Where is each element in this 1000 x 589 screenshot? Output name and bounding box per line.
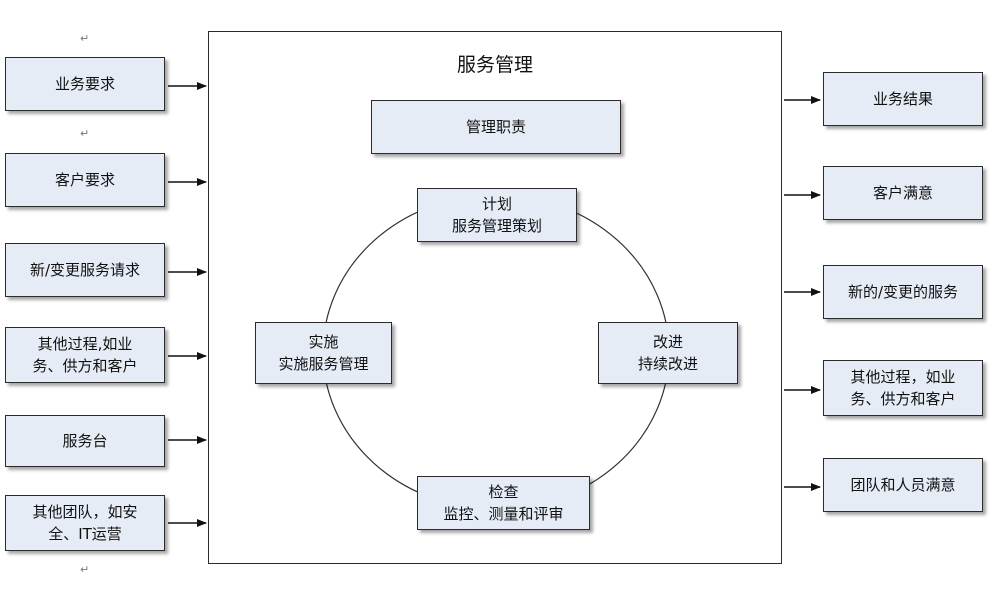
output-box-new-changed-services: 新的/变更的服务 — [823, 265, 983, 319]
input-box-other-processes: 其他过程,如业 务、供方和客户 — [5, 327, 165, 383]
output-box-team-satisfaction: 团队和人员满意 — [823, 458, 983, 512]
input-label: 服务台 — [62, 432, 108, 450]
input-box-customer-requirements: 客户要求 — [5, 153, 165, 207]
output-arrows — [784, 96, 821, 491]
output-label: 业务结果 — [872, 90, 933, 108]
input-label-line-2: 全、IT运营 — [48, 525, 122, 543]
act-subtitle: 持续改进 — [637, 355, 698, 373]
act-box: 改进 持续改进 — [598, 322, 738, 384]
check-title: 检查 — [488, 483, 519, 501]
input-label-line-1: 其他团队，如安 — [32, 503, 138, 521]
output-box-other-processes: 其他过程，如业 务、供方和客户 — [823, 360, 983, 416]
output-label: 客户满意 — [872, 184, 933, 202]
input-box-new-changed-service-request: 新/变更服务请求 — [5, 243, 165, 297]
check-subtitle: 监控、测量和评审 — [443, 505, 564, 523]
do-subtitle: 实施服务管理 — [278, 355, 369, 373]
output-label-line-2: 务、供方和客户 — [850, 390, 956, 408]
input-arrows — [168, 82, 207, 527]
input-box-service-desk: 服务台 — [5, 415, 165, 467]
input-label: 客户要求 — [54, 171, 115, 189]
check-box: 检查 监控、测量和评审 — [417, 476, 590, 530]
frame-title: 服务管理 — [456, 54, 533, 76]
responsibility-label: 管理职责 — [465, 118, 526, 136]
input-label: 业务要求 — [54, 75, 115, 93]
do-title: 实施 — [308, 333, 339, 351]
input-label-line-2: 务、供方和客户 — [32, 357, 138, 375]
plan-box: 计划 服务管理策划 — [417, 188, 577, 242]
act-title: 改进 — [652, 333, 683, 351]
paragraph-mark: ↵ — [80, 127, 90, 140]
input-box-business-requirements: 业务要求 — [5, 57, 165, 111]
paragraph-mark: ↵ — [80, 563, 90, 576]
output-label: 新的/变更的服务 — [847, 283, 959, 301]
output-box-business-results: 业务结果 — [823, 72, 983, 126]
output-box-customer-satisfaction: 客户满意 — [823, 166, 983, 220]
input-box-other-teams: 其他团队，如安 全、IT运营 — [5, 495, 165, 551]
input-label: 新/变更服务请求 — [29, 261, 141, 279]
plan-title: 计划 — [481, 195, 512, 213]
output-label-line-1: 其他过程，如业 — [850, 368, 956, 386]
plan-subtitle: 服务管理策划 — [451, 217, 542, 235]
paragraph-mark: ↵ — [80, 32, 90, 45]
management-responsibility-box: 管理职责 — [371, 100, 621, 154]
do-box: 实施 实施服务管理 — [255, 322, 392, 384]
input-label-line-1: 其他过程,如业 — [37, 335, 133, 353]
output-label: 团队和人员满意 — [850, 476, 956, 494]
